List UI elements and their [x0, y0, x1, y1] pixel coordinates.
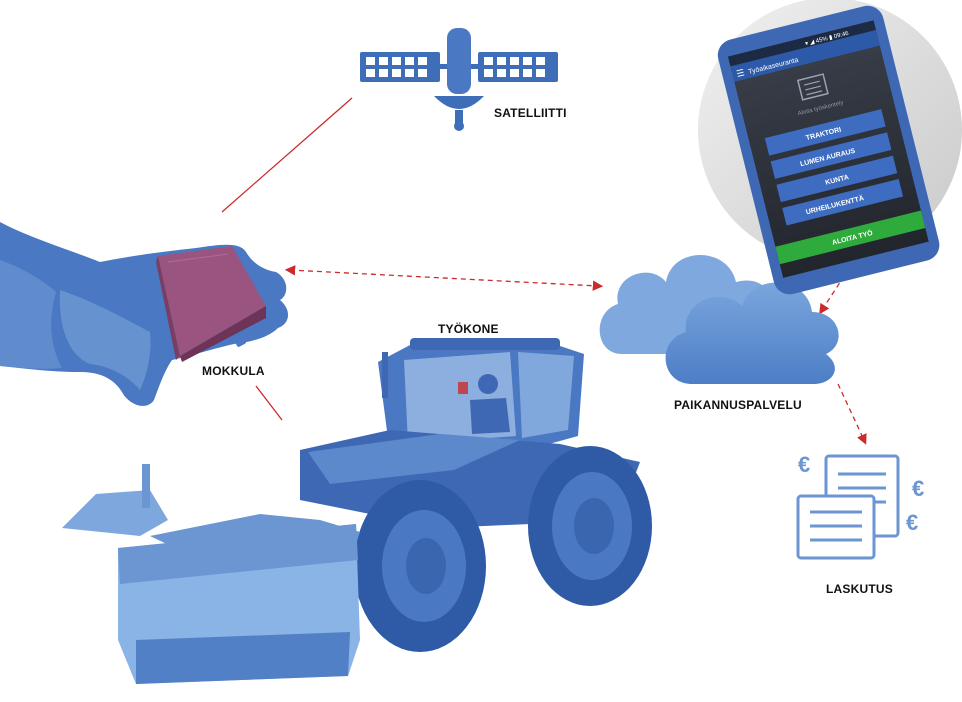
service-label: PAIKANNUSPALVELU	[674, 398, 802, 412]
service-billing-arrow	[837, 383, 867, 445]
invoice-documents-icon	[796, 454, 900, 560]
euro-icon: €	[906, 510, 918, 535]
euro-icon: €	[798, 452, 810, 477]
mokkula-device	[156, 246, 266, 362]
clipboard-icon	[796, 73, 829, 101]
cloud-icon	[599, 255, 839, 384]
tractor-illustration	[62, 338, 652, 684]
option-button[interactable]	[770, 132, 892, 179]
satellite-to-device-line	[221, 97, 353, 213]
device-to-machine-line	[255, 385, 283, 421]
option-button[interactable]	[776, 155, 898, 203]
device-service-arrow	[284, 265, 604, 291]
machine-label: TYÖKONE	[438, 322, 499, 336]
option-button[interactable]	[764, 109, 886, 156]
menu-icon[interactable]: ☰	[735, 67, 745, 79]
euro-icon: €	[912, 476, 924, 501]
billing-label: LASKUTUS	[826, 582, 893, 596]
satellite-label: SATELLIITTI	[494, 106, 567, 120]
start-work-button[interactable]	[775, 210, 926, 265]
satellite-icon	[360, 28, 558, 131]
device-label: MOKKULA	[202, 364, 265, 378]
option-button[interactable]	[782, 178, 904, 226]
phone-illustration: ▾ ◢ 45% ▮ 09:46 ☰ Työaikaseuranta Aloita…	[698, 0, 962, 295]
